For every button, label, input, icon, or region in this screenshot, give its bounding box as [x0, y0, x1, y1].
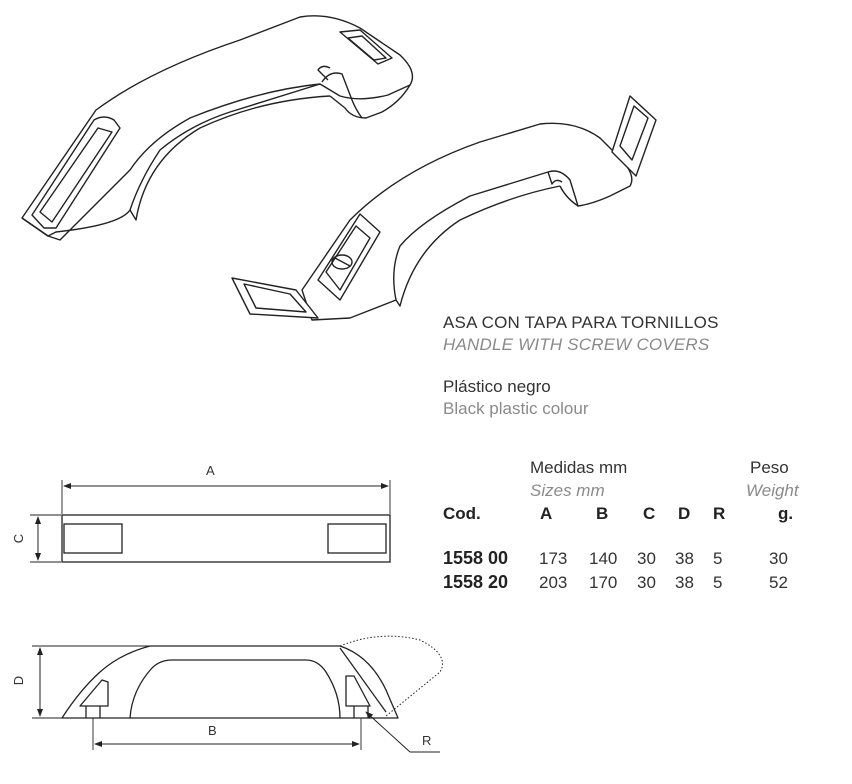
table-row-1-a: 173: [539, 549, 568, 568]
table-row-2-r: 5: [713, 573, 723, 592]
col-header-r: R: [713, 504, 726, 523]
col-header-code: Cod.: [443, 504, 481, 523]
measures-header-es: Medidas mm: [530, 458, 628, 477]
col-header-c: C: [643, 504, 656, 523]
dim-label-d: D: [11, 675, 27, 686]
table-row-2-d: 38: [675, 573, 694, 592]
side-view: [32, 635, 443, 753]
table-row-1-d: 38: [675, 549, 694, 568]
product-title-es: ASA CON TAPA PARA TORNILLOS: [443, 313, 719, 332]
product-title-en: HANDLE WITH SCREW COVERS: [443, 335, 710, 354]
material-en: Black plastic colour: [443, 399, 589, 418]
table-row-1-b: 140: [589, 549, 618, 568]
col-header-a: A: [540, 504, 553, 523]
table-row-1-weight: 30: [769, 549, 788, 568]
material-es: Plástico negro: [443, 377, 551, 396]
handle-isometric-open: [231, 95, 657, 321]
top-view: [30, 480, 391, 563]
table-row-1-code: 1558 00: [443, 548, 509, 568]
dim-label-c: C: [11, 533, 27, 544]
weight-header-es: Peso: [750, 458, 789, 477]
table-row-1-r: 5: [713, 549, 723, 568]
table-row-2-code: 1558 20: [443, 572, 509, 592]
col-header-b: B: [596, 504, 609, 523]
dim-label-a: A: [206, 463, 215, 478]
table-row-2-c: 30: [637, 573, 656, 592]
col-header-weight: g.: [778, 504, 794, 523]
table-row-2-a: 203: [539, 573, 568, 592]
measures-header-en: Sizes mm: [530, 481, 605, 500]
handle-isometric-closed: [21, 15, 414, 241]
col-header-d: D: [678, 504, 691, 523]
dim-label-b: B: [208, 723, 217, 738]
weight-header-en: Weight: [746, 481, 799, 500]
table-row-2-weight: 52: [769, 573, 788, 592]
table-row-1-c: 30: [637, 549, 656, 568]
table-row-2-b: 170: [589, 573, 618, 592]
dim-label-r: R: [422, 733, 432, 748]
